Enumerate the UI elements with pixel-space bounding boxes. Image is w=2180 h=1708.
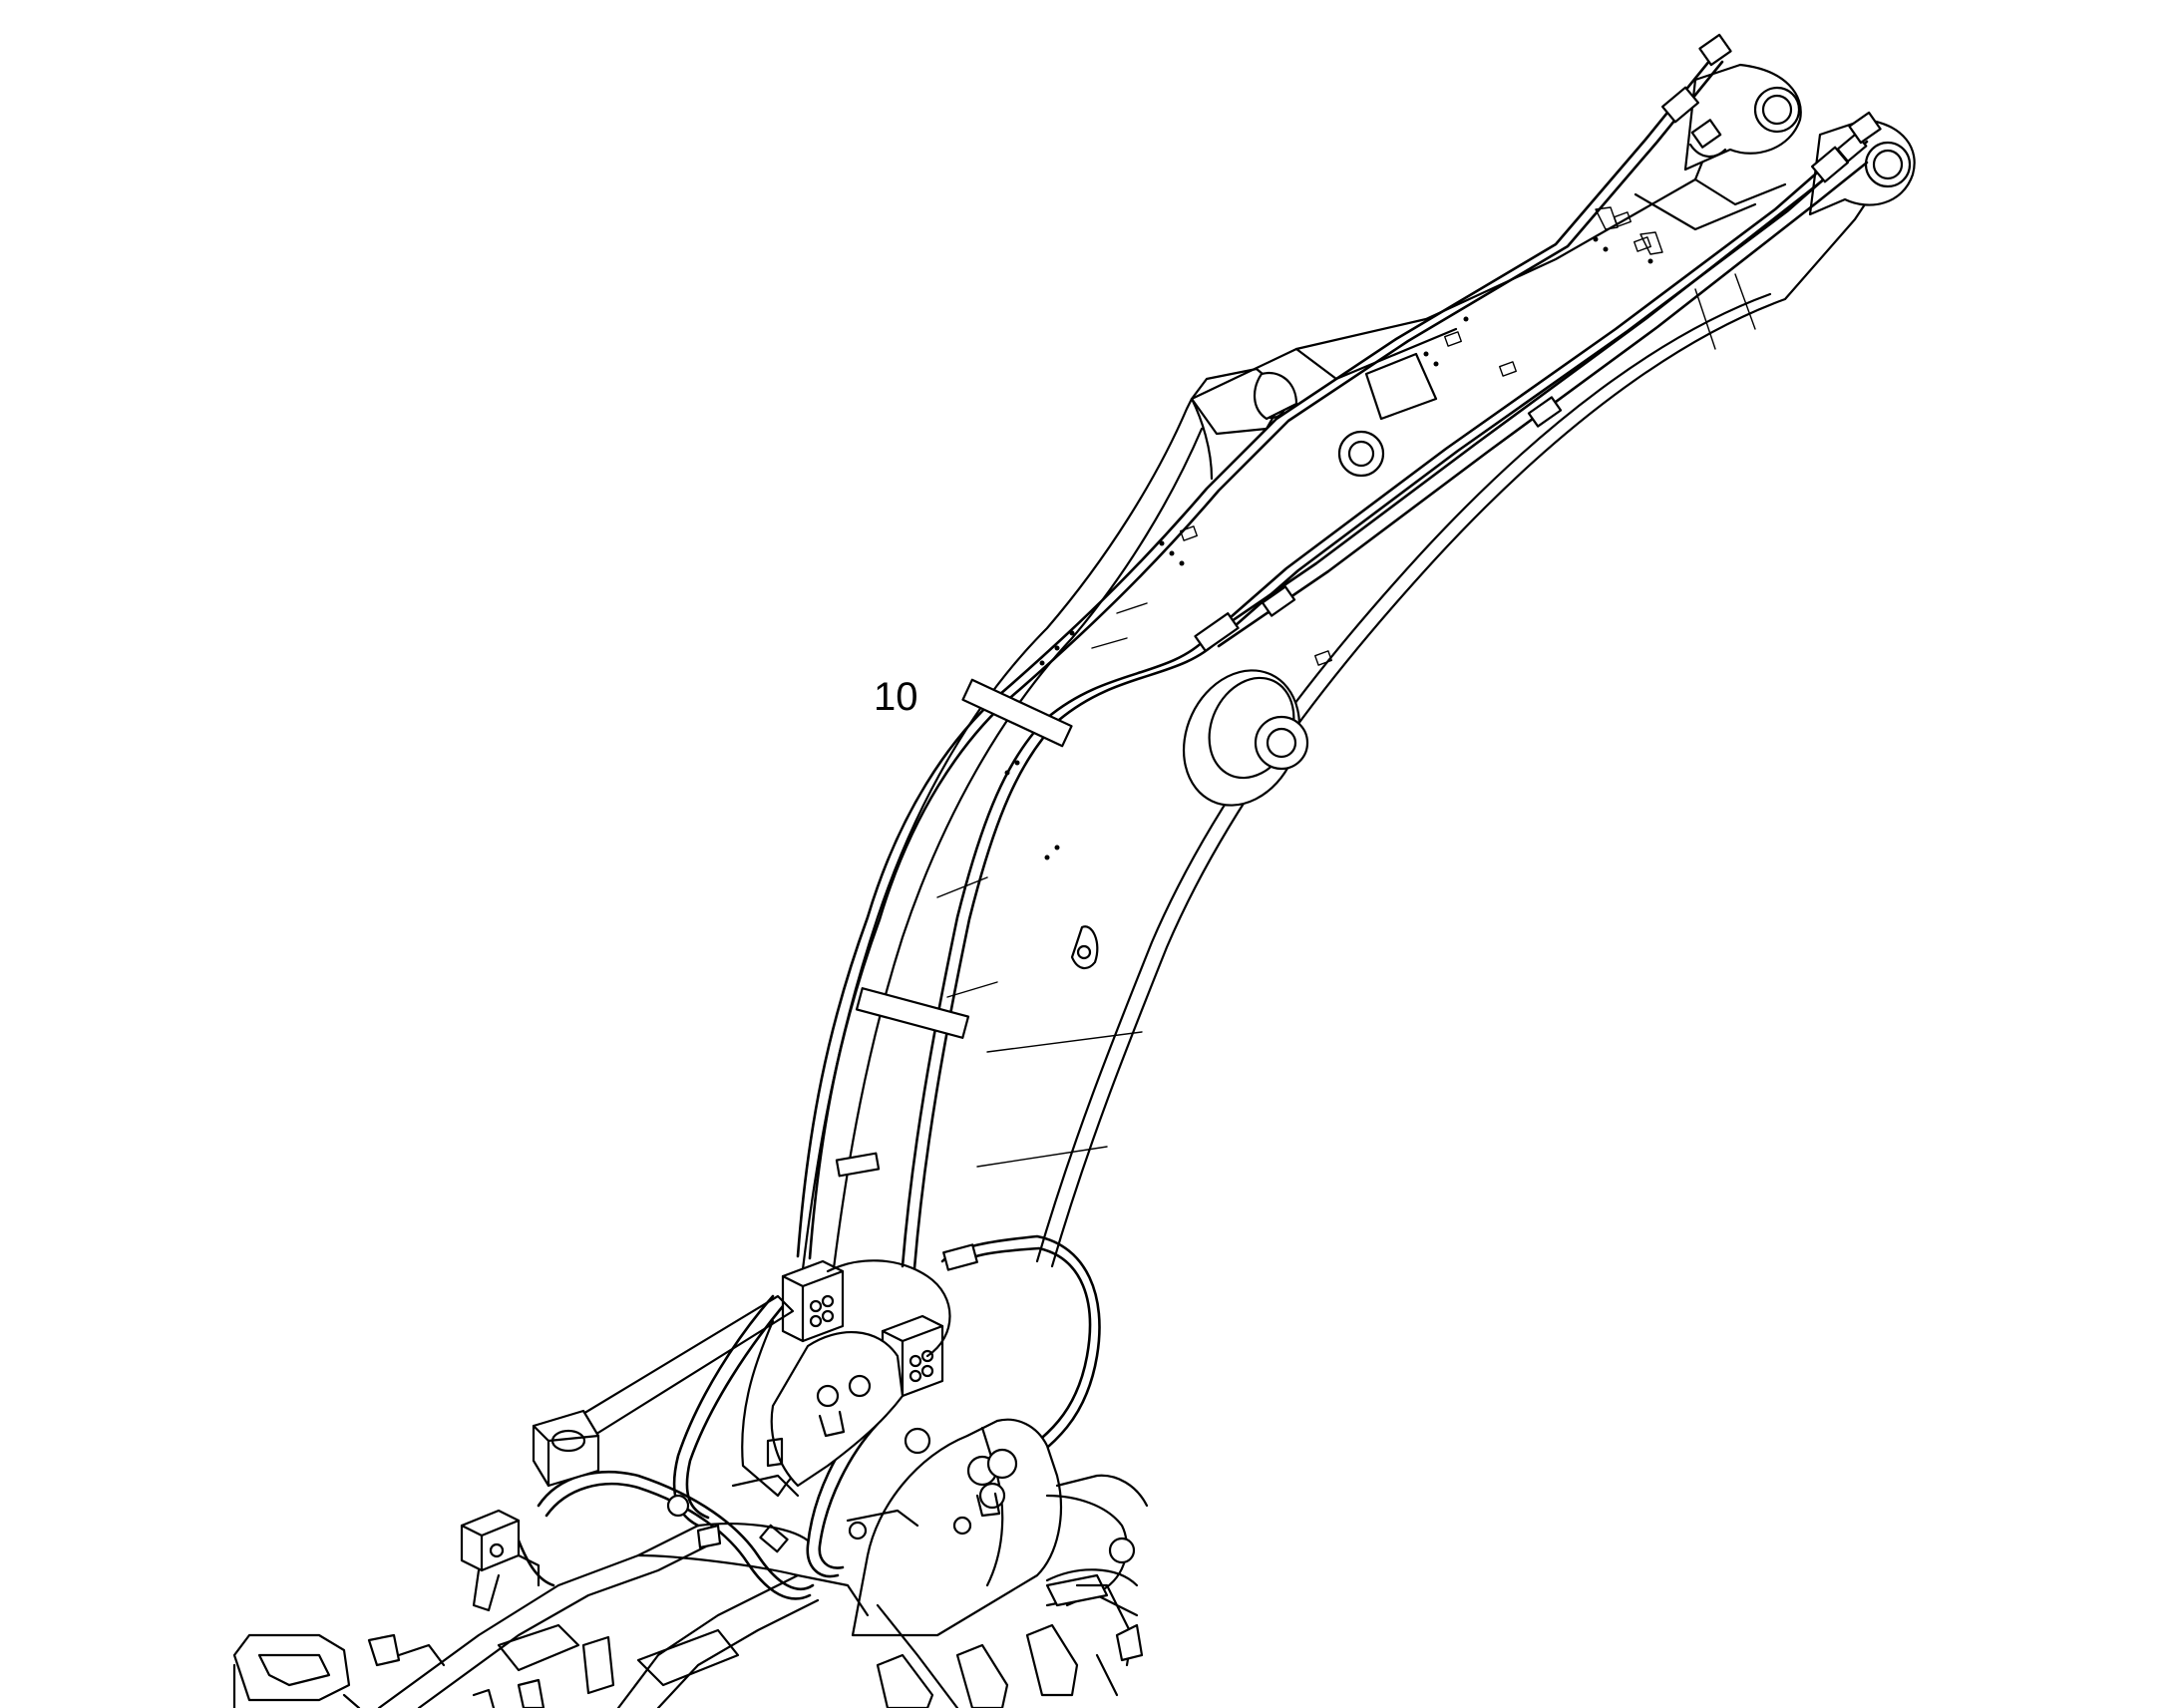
callout-10: 10 bbox=[874, 675, 918, 719]
boom-structure bbox=[801, 63, 1916, 1278]
hydraulic-hoses bbox=[517, 33, 1882, 1600]
base-frame bbox=[232, 1259, 1149, 1708]
callout-label: 10 bbox=[874, 675, 918, 719]
